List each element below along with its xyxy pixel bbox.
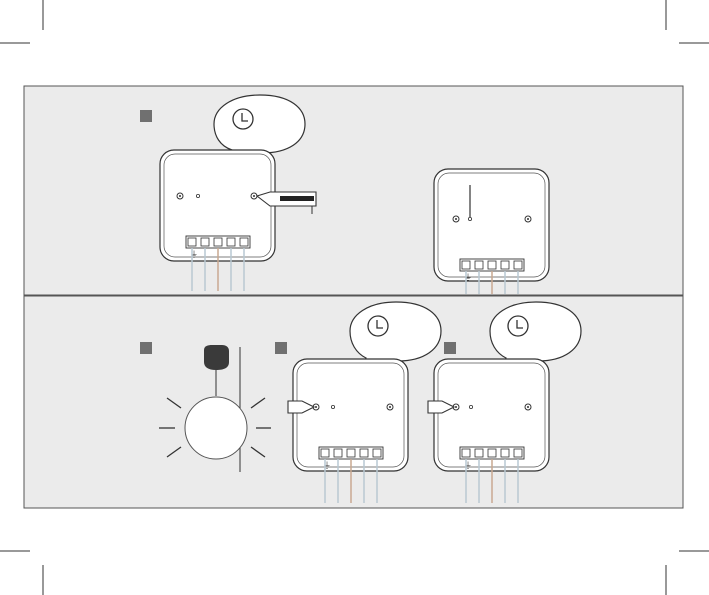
svg-text:⏚: ⏚ [190, 250, 198, 259]
clock-icon [233, 109, 253, 129]
step-marker [275, 342, 287, 354]
switch-module-pin: ⏚ [434, 169, 549, 282]
svg-text:⏚: ⏚ [323, 461, 331, 470]
step-marker [140, 342, 152, 354]
clock-icon [368, 316, 388, 336]
svg-text:⏚: ⏚ [464, 273, 472, 282]
switch-module: ⏚ [293, 359, 408, 471]
step-marker [444, 342, 456, 354]
svg-text:⏚: ⏚ [464, 461, 472, 470]
clock-icon [508, 316, 528, 336]
switch-module: ⏚ [160, 150, 275, 261]
switch-module: ⏚ [434, 359, 549, 471]
step-marker [140, 110, 152, 122]
panel-top [24, 86, 683, 295]
